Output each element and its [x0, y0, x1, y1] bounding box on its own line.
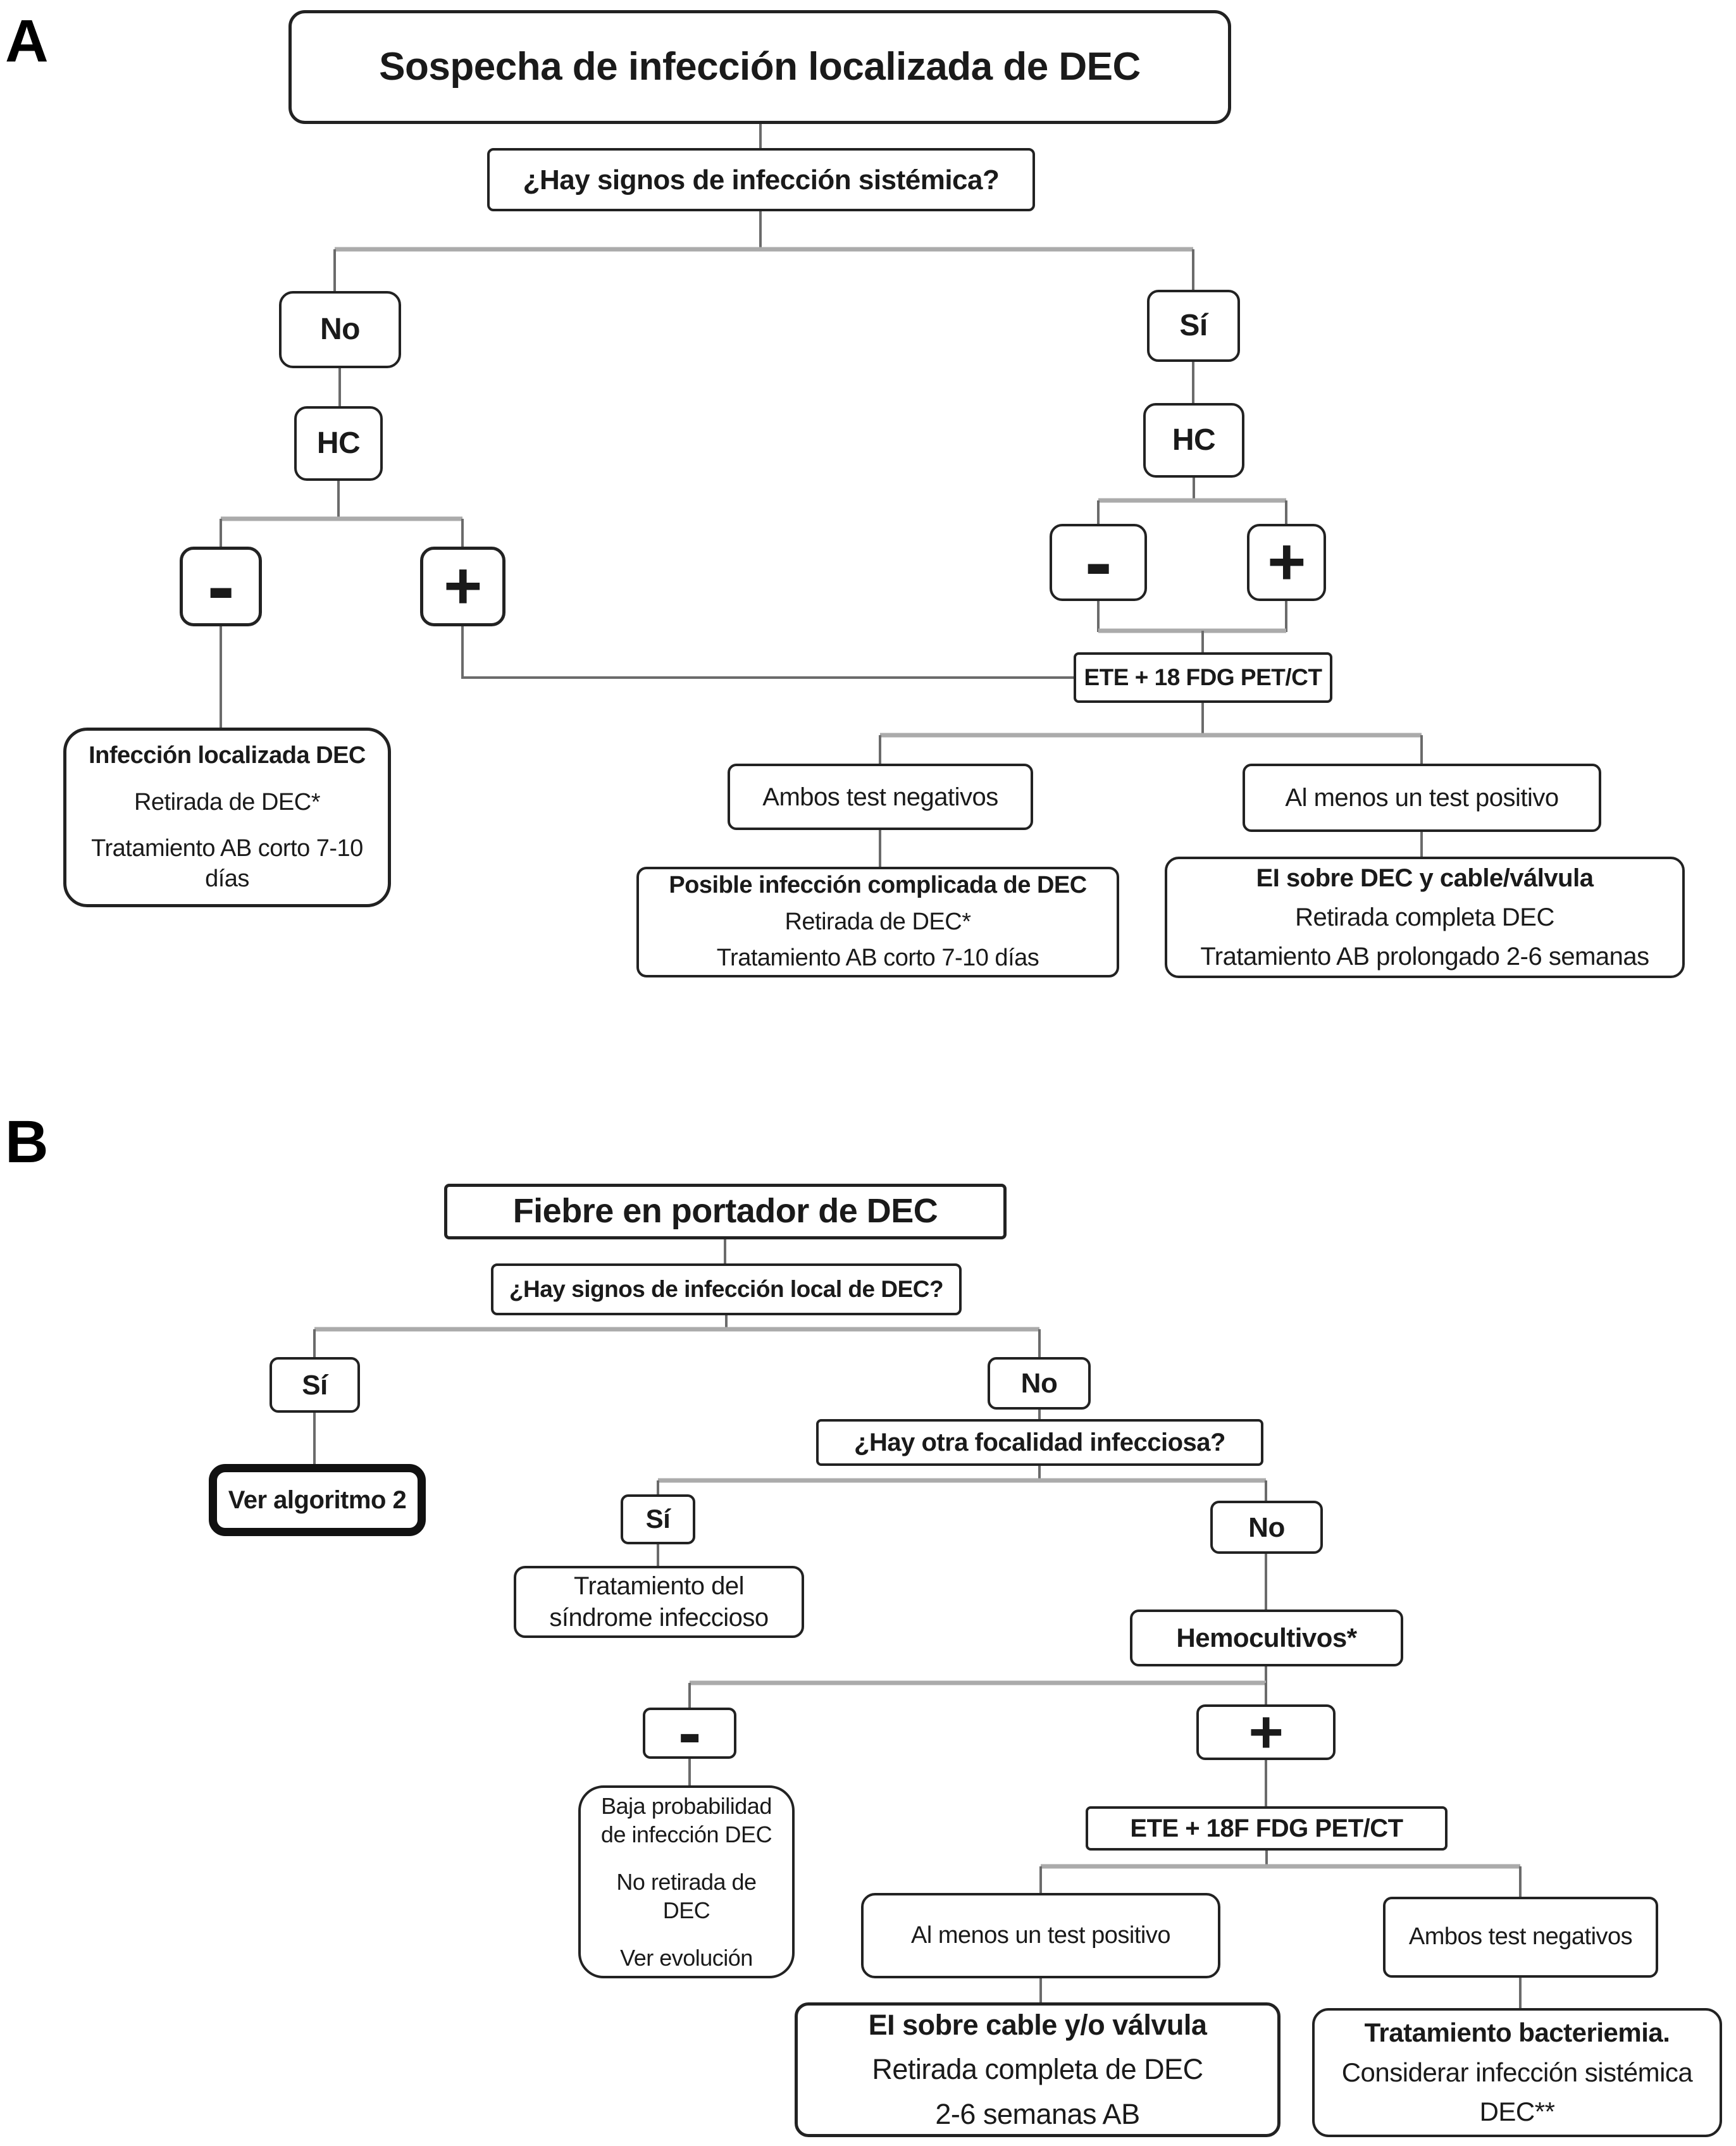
- no-node-a: No: [279, 291, 401, 368]
- question-other-infectious-focus: ¿Hay otra focalidad infecciosa?: [816, 1419, 1263, 1466]
- outcome-line: DEC**: [1479, 2097, 1555, 2127]
- one-test-positive-node-b: Al menos un test positivo: [861, 1893, 1220, 1978]
- yes-node-b1: Sí: [270, 1357, 360, 1413]
- outcome-line: 2-6 semanas AB: [935, 2097, 1140, 2130]
- minus-node-b: -: [643, 1698, 736, 1768]
- panel-b-label: B: [5, 1108, 49, 1175]
- minus-left-node-a: -: [180, 545, 262, 627]
- outcome-line: Tratamiento AB prolongado 2-6 semanas: [1200, 943, 1649, 971]
- outcome-ei-cable-valve: EI sobre cable y/o válvula Retirada comp…: [795, 2002, 1280, 2137]
- panel-a-title-box: Sospecha de infección localizada de DEC: [288, 10, 1231, 124]
- panel-a-label: A: [5, 8, 49, 75]
- outcome-line: Tratamiento AB corto 7-10 días: [91, 835, 363, 892]
- outcome-bacteremia-treatment: Tratamiento bacteriemia. Considerar infe…: [1312, 2008, 1722, 2137]
- outcome-line: Retirada de DEC*: [784, 908, 971, 935]
- question-systemic-infection: ¿Hay signos de infección sistémica?: [487, 148, 1035, 211]
- outcome-line: EI sobre DEC y cable/válvula: [1256, 864, 1594, 892]
- outcome-line: Considerar infección sistémica: [1341, 2057, 1693, 2087]
- plus-right-node-a: +: [1247, 524, 1326, 601]
- minus-right-node-a: -: [1050, 521, 1147, 603]
- one-test-positive-node-a: Al menos un test positivo: [1243, 764, 1601, 832]
- outcome-line: EI sobre cable y/o válvula: [868, 2009, 1207, 2042]
- outcome-localized-infection: Infección localizada DEC Retirada de DEC…: [63, 728, 391, 907]
- ete-petct-node-a: ETE + 18 FDG PET/CT: [1074, 652, 1332, 703]
- yes-node-a: Sí: [1147, 290, 1240, 362]
- outcome-ei-dec-cable-valve: EI sobre DEC y cable/válvula Retirada co…: [1165, 857, 1685, 978]
- connector-line: [461, 626, 1074, 679]
- no-node-b2: No: [1210, 1501, 1323, 1554]
- outcome-line: Retirada completa de DEC: [872, 2053, 1203, 2086]
- hc-left-node-a: HC: [294, 406, 383, 481]
- outcome-line: Posible infección complicada de DEC: [669, 872, 1087, 899]
- outcome-line: Infección localizada DEC: [89, 742, 366, 769]
- blood-cultures-node: Hemocultivos*: [1130, 1609, 1403, 1666]
- outcome-line: No retirada de DEC: [616, 1869, 757, 1923]
- both-tests-negative-node-b: Ambos test negativos: [1383, 1897, 1658, 1978]
- both-tests-negative-node-a: Ambos test negativos: [728, 764, 1033, 830]
- treat-infectious-syndrome-node: Tratamiento del síndrome infeccioso: [514, 1566, 804, 1638]
- plus-left-node-a: +: [420, 547, 505, 626]
- ete-petct-node-b: ETE + 18F FDG PET/CT: [1086, 1806, 1448, 1851]
- no-node-b1: No: [988, 1357, 1091, 1410]
- outcome-line: Baja probabilidad de infección DEC: [600, 1793, 772, 1847]
- outcome-line: Tratamiento AB corto 7-10 días: [716, 945, 1039, 972]
- question-local-infection: ¿Hay signos de infección local de DEC?: [491, 1263, 962, 1315]
- outcome-line: Ver evolución: [620, 1945, 753, 1971]
- outcome-line: Retirada completa DEC: [1295, 903, 1554, 931]
- outcome-complicated-infection: Posible infección complicada de DEC Reti…: [636, 867, 1119, 977]
- outcome-line: Tratamiento bacteriemia.: [1364, 2018, 1670, 2048]
- outcome-line: Retirada de DEC*: [133, 788, 321, 816]
- plus-node-b: +: [1196, 1702, 1336, 1762]
- hc-right-node-a: HC: [1143, 403, 1244, 478]
- yes-node-b2: Sí: [621, 1494, 695, 1544]
- outcome-low-probability: Baja probabilidad de infección DEC No re…: [578, 1785, 795, 1978]
- see-algorithm-2-node: Ver algoritmo 2: [209, 1464, 426, 1536]
- panel-b-title-box: Fiebre en portador de DEC: [444, 1184, 1007, 1239]
